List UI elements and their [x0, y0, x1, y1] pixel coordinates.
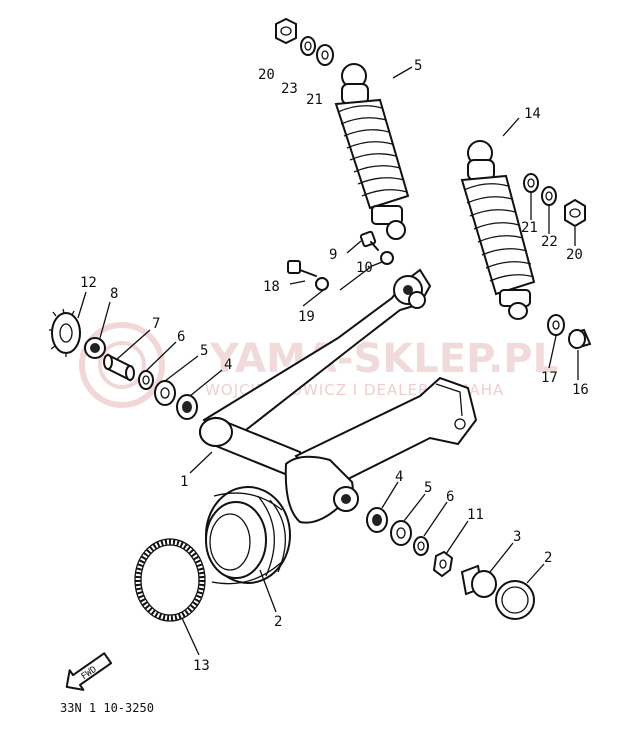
callout-3: 3	[513, 529, 521, 545]
nut-20-top	[275, 17, 297, 45]
callout-4-left: 4	[224, 357, 232, 373]
watermark-brand: YAMA-SKLEP.PL	[209, 336, 558, 382]
callout-2-cap: 2	[544, 550, 552, 566]
lock-washer-11	[432, 550, 454, 578]
callout-18: 18	[263, 279, 280, 295]
rubber-boot-2	[205, 486, 291, 585]
callout-5-shock: 5	[414, 58, 422, 74]
callout-11: 11	[467, 507, 484, 523]
callout-16: 16	[572, 382, 589, 398]
callout-22: 22	[541, 234, 558, 250]
callout-21-top: 21	[306, 92, 323, 108]
forward-arrow-icon: FWD	[65, 652, 113, 691]
leader-lines	[77, 66, 579, 656]
bushing-6-right	[413, 536, 429, 556]
callout-7: 7	[152, 316, 160, 332]
washer-5-right	[390, 520, 412, 546]
callout-12: 12	[80, 275, 97, 291]
callout-8: 8	[110, 286, 118, 302]
washer-21-right	[523, 173, 539, 193]
bolt-18	[287, 260, 317, 277]
callout-5-right: 5	[424, 480, 432, 496]
washer-23	[300, 36, 316, 56]
bearing-8	[84, 337, 106, 359]
cap-2-right	[495, 580, 535, 620]
bolt-9	[359, 230, 379, 251]
callout-21-right: 21	[521, 220, 538, 236]
callout-4-right: 4	[395, 469, 403, 485]
seal-4-right	[366, 507, 388, 533]
callout-10: 10	[356, 260, 373, 276]
callout-6-left: 6	[177, 329, 185, 345]
shock-absorber-5	[334, 63, 410, 240]
pivot-shaft-3	[460, 564, 497, 598]
callout-20-top: 20	[258, 67, 275, 83]
diagram-code: 33N 1 10-3250	[60, 701, 154, 715]
nut-20-right	[564, 198, 586, 228]
washer-19	[315, 277, 329, 291]
callout-2-boot: 2	[274, 614, 282, 630]
shock-absorber-14	[460, 140, 536, 320]
callout-6-right: 6	[446, 489, 454, 505]
callout-14: 14	[524, 106, 541, 122]
callout-numbers: 20 23 21 5 14 21 22 20 9 10 18 19 12 8 7…	[80, 58, 589, 674]
callout-19: 19	[298, 309, 315, 325]
washer-21-top	[316, 44, 334, 66]
washer-17	[547, 314, 565, 336]
spring-ring-13	[134, 538, 206, 622]
washer-5-left	[154, 380, 176, 406]
callout-5-left: 5	[200, 343, 208, 359]
callout-23: 23	[281, 81, 298, 97]
collar-7	[103, 353, 135, 382]
callout-13: 13	[193, 658, 210, 674]
seal-4-left	[176, 394, 198, 420]
washer-10	[380, 251, 394, 265]
swing-arm-1	[199, 268, 478, 524]
callout-9: 9	[329, 247, 337, 263]
callout-17: 17	[541, 370, 558, 386]
washer-22	[541, 186, 557, 206]
nut-12	[49, 308, 81, 357]
watermark-logo	[79, 322, 165, 408]
callout-20-right: 20	[566, 247, 583, 263]
callout-1: 1	[180, 474, 188, 490]
collar-16	[568, 328, 592, 350]
bushing-6-left	[138, 370, 154, 390]
